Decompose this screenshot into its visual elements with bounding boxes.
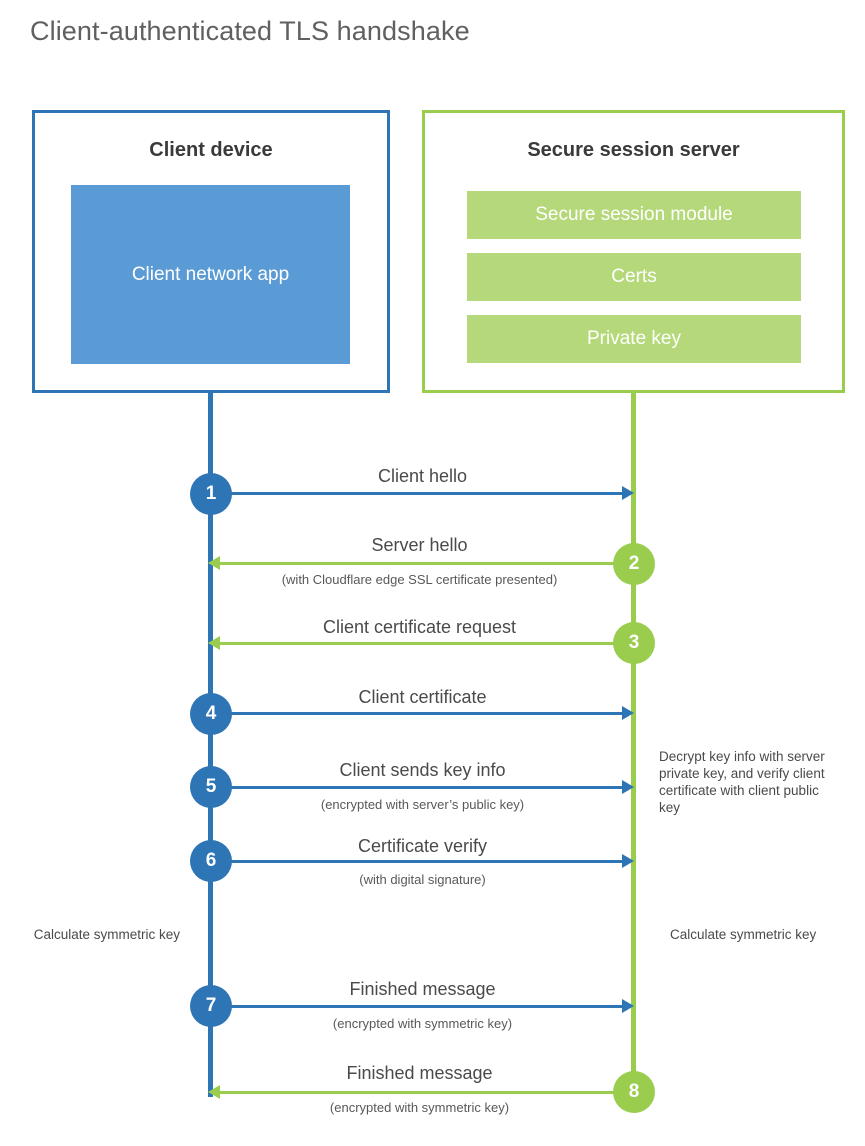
step-5-arrow — [211, 780, 634, 794]
step-3-primary-label: Client certificate request — [322, 617, 517, 637]
server-lifeline — [631, 392, 636, 1092]
step-2-sub-label: (with Cloudflare edge SSL certificate pr… — [281, 572, 558, 587]
step-2-arrow — [208, 556, 631, 570]
client-network-app-block: Client network app — [71, 185, 350, 364]
client-calculate-symmetric-key-note: Calculate symmetric key — [33, 927, 180, 942]
arrow-head-left-icon — [208, 556, 220, 570]
arrow-head-left-icon — [208, 1085, 220, 1099]
secure-session-server-box: Secure session server Secure session mod… — [422, 110, 845, 393]
server-calculate-symmetric-key-note: Calculate symmetric key — [670, 927, 817, 942]
arrow-head-right-icon — [622, 486, 634, 500]
secure-session-server-title: Secure session server — [527, 139, 740, 161]
step-7-primary-label: Finished message — [349, 979, 496, 999]
step-3-circle: 3 — [613, 622, 655, 664]
step-6-sub-label: (with digital signature) — [359, 872, 486, 887]
step-4-primary-label: Client certificate — [358, 687, 487, 707]
certs-block: Certs — [467, 253, 801, 301]
private-key-block: Private key — [467, 315, 801, 363]
step-4-circle: 4 — [190, 693, 232, 735]
step-5-primary-label: Client sends key info — [339, 760, 506, 780]
step-8-primary-label: Finished message — [346, 1063, 493, 1083]
arrow-head-right-icon — [622, 854, 634, 868]
step-7-arrow — [211, 999, 634, 1013]
client-device-box: Client device Client network app — [32, 110, 390, 393]
step-5-circle: 5 — [190, 766, 232, 808]
page-title: Client-authenticated TLS handshake — [30, 16, 470, 46]
step-3-arrow — [208, 636, 631, 650]
step-7-circle: 7 — [190, 985, 232, 1027]
arrow-head-right-icon — [622, 780, 634, 794]
step-2-primary-label: Server hello — [371, 535, 468, 555]
arrow-head-left-icon — [208, 636, 220, 650]
step-7-sub-label: (encrypted with symmetric key) — [332, 1016, 513, 1031]
secure-session-module-block: Secure session module — [467, 191, 801, 239]
arrow-head-right-icon — [622, 706, 634, 720]
step-6-arrow — [211, 854, 634, 868]
step-1-circle: 1 — [190, 473, 232, 515]
client-device-title: Client device — [149, 139, 273, 161]
step-1-arrow — [211, 486, 634, 500]
step-4-arrow — [211, 706, 634, 720]
step-8-circle: 8 — [613, 1071, 655, 1113]
client-lifeline — [208, 392, 213, 1097]
step-1-primary-label: Client hello — [377, 466, 468, 486]
step-5-sub-label: (encrypted with server’s public key) — [320, 797, 525, 812]
step-8-arrow — [208, 1085, 631, 1099]
step-6-primary-label: Certificate verify — [357, 836, 488, 856]
arrow-head-right-icon — [622, 999, 634, 1013]
step-6-circle: 6 — [190, 840, 232, 882]
step-8-sub-label: (encrypted with symmetric key) — [329, 1100, 510, 1115]
step-2-circle: 2 — [613, 543, 655, 585]
server-decrypt-note: Decrypt key info with server private key… — [659, 749, 825, 815]
